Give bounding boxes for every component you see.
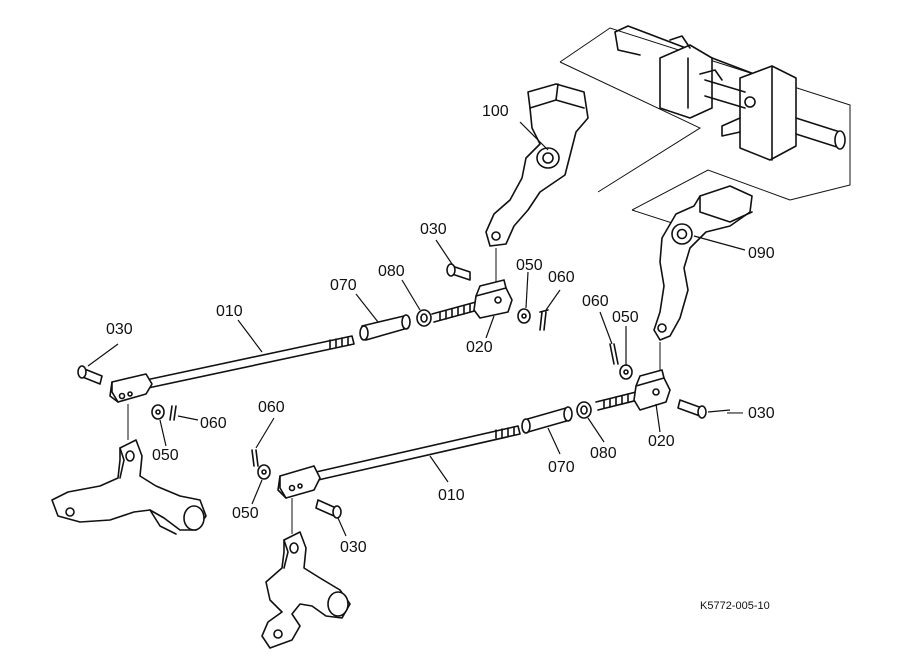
label-080-top: 080 (378, 263, 405, 280)
label-010-bottom: 010 (438, 487, 465, 504)
part-090-lever (653, 185, 753, 341)
label-050-right: 050 (612, 309, 639, 326)
label-060-right: 060 (582, 293, 609, 310)
label-060-top: 060 (548, 269, 575, 286)
label-070-top: 070 (330, 277, 357, 294)
label-020-right: 020 (648, 433, 675, 450)
label-100: 100 (482, 103, 509, 120)
left-bracket-lower (261, 498, 351, 649)
label-030-right-dash: — (727, 404, 743, 421)
label-080-bottom: 080 (590, 445, 617, 462)
label-060-left: 060 (200, 415, 227, 432)
drawing-code: K5772-005-10 (700, 600, 770, 612)
label-050-bottom: 050 (232, 505, 259, 522)
label-030-right: 030 (748, 405, 775, 422)
label-050-top: 050 (516, 257, 543, 274)
leader-lines (87, 121, 746, 537)
callout-labels: 100 090 030 080 070 050 060 020 010 030 … (106, 103, 775, 612)
upper-linkage (77, 248, 549, 421)
label-050-left: 050 (152, 447, 179, 464)
lower-linkage (251, 342, 707, 519)
label-020-top: 020 (466, 339, 493, 356)
label-090: 090 (748, 245, 775, 262)
label-070-bottom: 070 (548, 459, 575, 476)
label-010-left: 010 (216, 303, 243, 320)
mounting-frame (559, 25, 851, 233)
label-030-bottom: 030 (340, 539, 367, 556)
label-030-left: 030 (106, 321, 133, 338)
label-030-top: 030 (420, 221, 447, 238)
part-100-lever (485, 83, 589, 247)
label-060-bottom: 060 (258, 399, 285, 416)
left-bracket-upper (51, 404, 207, 535)
